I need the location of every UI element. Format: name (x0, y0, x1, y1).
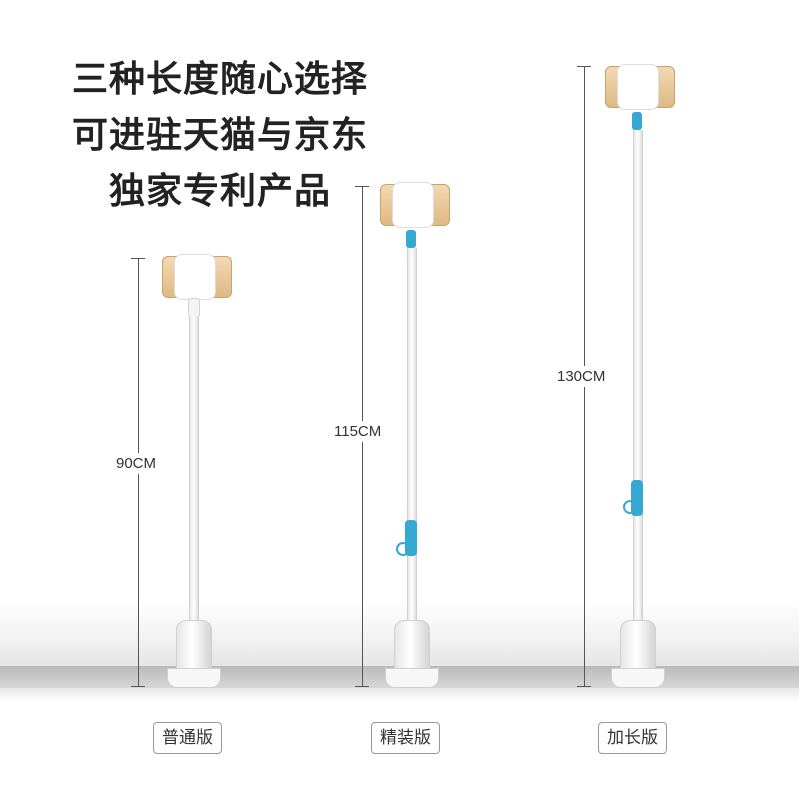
height-label: 115CM (333, 421, 383, 442)
adjust-knob (405, 520, 417, 556)
gooseneck-pole (407, 248, 417, 626)
knob-hook (623, 500, 637, 514)
version-tag-standard: 普通版 (153, 722, 222, 754)
phone-holder (617, 64, 659, 110)
holder-joint (188, 298, 200, 318)
version-tag-extended: 加长版 (598, 722, 667, 754)
table-shadow (0, 688, 799, 702)
holder-joint (406, 230, 416, 248)
adjust-knob (631, 480, 643, 516)
holder-joint (632, 112, 642, 130)
knob-hook (396, 542, 410, 556)
gooseneck-pole (189, 316, 199, 626)
table-surface (0, 600, 799, 668)
headline-line-1: 三种长度随心选择 (71, 59, 368, 100)
phone-image (605, 66, 675, 108)
headline-line-3: 独家专利产品 (108, 171, 331, 212)
height-label: 90CM (115, 453, 158, 474)
measure-cap-top (131, 258, 145, 259)
height-label: 130CM (556, 366, 607, 387)
version-tag-deluxe: 精装版 (371, 722, 440, 754)
measure-cap-top (577, 66, 591, 67)
measure-line (584, 66, 585, 686)
headline-line-2: 可进驻天猫与京东 (71, 115, 368, 156)
table-edge (0, 666, 799, 688)
phone-image (162, 256, 232, 298)
phone-holder (174, 254, 216, 300)
gooseneck-pole (633, 130, 643, 626)
headline: 三种长度随心选择 可进驻天猫与京东 独家专利产品 (30, 52, 410, 220)
